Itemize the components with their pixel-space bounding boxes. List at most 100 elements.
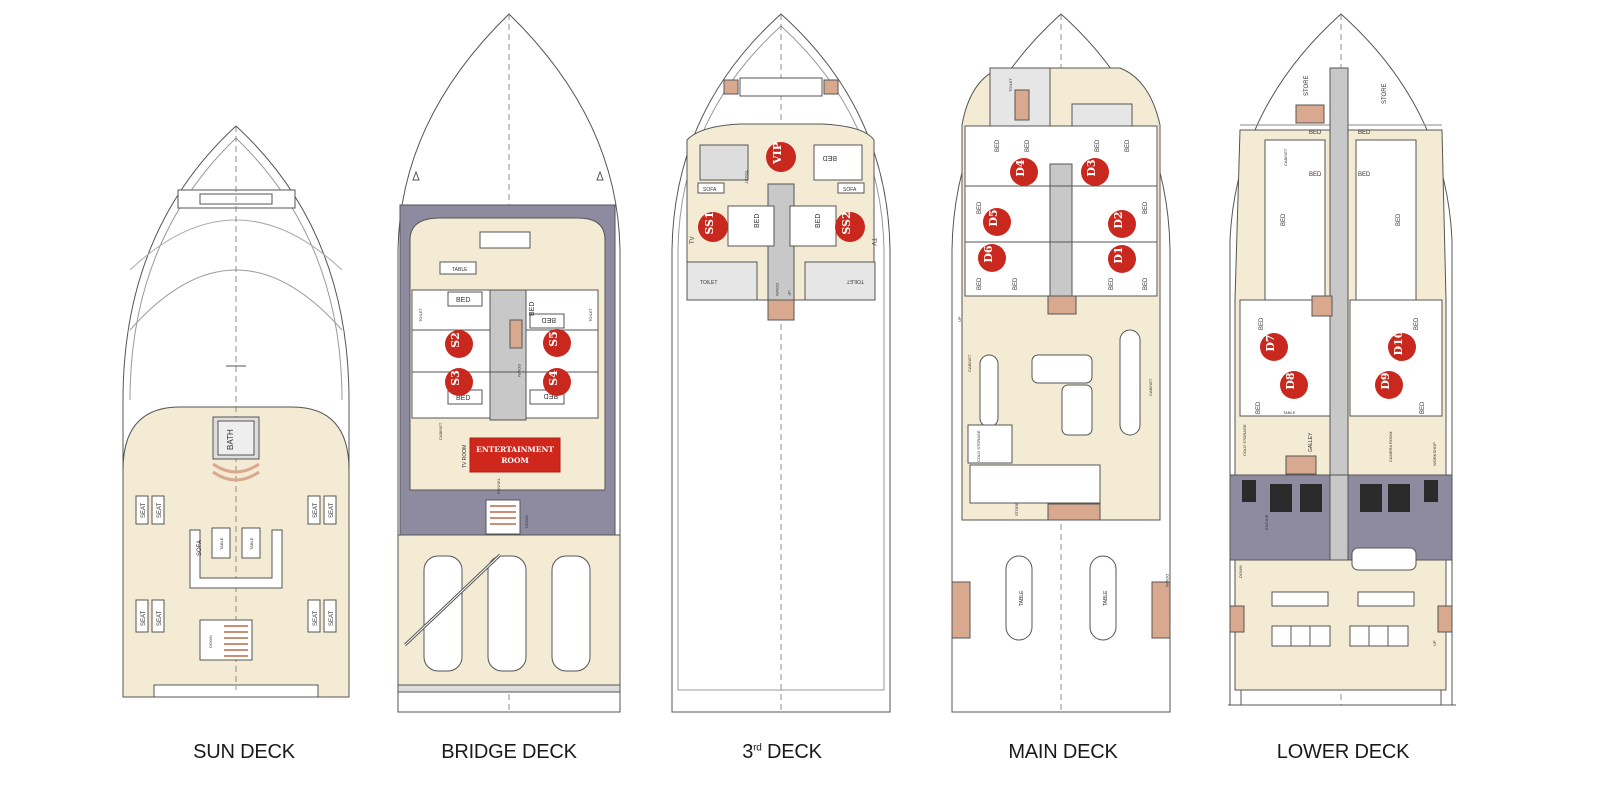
svg-text:BED: BED: [529, 302, 536, 316]
svg-text:BED: BED: [1109, 277, 1115, 290]
svg-text:BED: BED: [1358, 172, 1371, 178]
svg-text:CABINET: CABINET: [438, 422, 443, 440]
svg-text:D8: D8: [1284, 372, 1297, 390]
svg-text:SEAT: SEAT: [157, 502, 163, 518]
cabin-marker-d9: [1375, 371, 1403, 399]
svg-text:BED: BED: [1420, 401, 1426, 414]
svg-text:D4: D4: [1014, 159, 1027, 177]
svg-text:TV: TV: [690, 236, 696, 244]
cabin-marker-d5: [983, 208, 1011, 236]
svg-text:UP: UP: [957, 316, 962, 322]
cabin-marker-s5: [543, 329, 571, 357]
svg-text:SOFA: SOFA: [843, 187, 857, 193]
svg-text:BED: BED: [1281, 213, 1287, 226]
svg-text:STORE: STORE: [1304, 75, 1310, 96]
svg-text:TABLE: TABLE: [1103, 590, 1109, 606]
svg-text:BED: BED: [544, 392, 558, 399]
svg-text:TOILET: TOILET: [847, 278, 864, 284]
main-cabin-markers: D4 D3 D5 D2 D6 D1: [978, 158, 1136, 273]
svg-text:COLD STORAGE: COLD STORAGE: [976, 430, 981, 462]
svg-text:D6: D6: [982, 245, 995, 263]
cabin-marker-d2: [1108, 210, 1136, 238]
svg-text:D7: D7: [1264, 334, 1277, 351]
svg-text:S4: S4: [547, 370, 560, 386]
svg-text:TOILET: TOILET: [700, 280, 717, 286]
svg-text:TABLE: TABLE: [1283, 410, 1296, 415]
svg-text:TABLE: TABLE: [1019, 590, 1025, 606]
third-cabin-markers: VIP SS1 SS2: [698, 142, 865, 242]
svg-text:ENTERTAINMENT: ENTERTAINMENT: [476, 445, 554, 454]
cabin-marker-vip: [766, 142, 796, 172]
sun-bath-label: BATH: [226, 429, 235, 450]
svg-text:TOILET: TOILET: [588, 308, 593, 322]
cabin-marker-d3: [1081, 158, 1109, 186]
svg-text:D2: D2: [1112, 211, 1125, 228]
svg-text:TV: TV: [870, 238, 876, 246]
sun-deck-labels: BATH SEAT SEAT SEAT SEAT SEAT SEAT SEAT …: [141, 429, 335, 648]
svg-text:SEAT: SEAT: [329, 502, 335, 518]
svg-text:D10: D10: [1392, 330, 1405, 355]
svg-text:TABLE: TABLE: [249, 537, 254, 550]
sun-deck-label: SUN DECK: [193, 741, 295, 763]
svg-text:DOWN: DOWN: [208, 635, 213, 648]
lower-deck-plan: [1228, 13, 1456, 706]
svg-text:ROOM: ROOM: [501, 456, 529, 465]
svg-text:BED: BED: [1095, 139, 1101, 152]
svg-text:TV ROOM: TV ROOM: [462, 445, 468, 468]
svg-text:FUNNEL: FUNNEL: [496, 477, 501, 494]
svg-text:BED: BED: [456, 395, 470, 402]
svg-text:GALLEY: GALLEY: [1308, 432, 1314, 452]
svg-text:BED: BED: [1396, 213, 1402, 226]
svg-text:BED: BED: [754, 214, 761, 228]
svg-text:SEAT: SEAT: [313, 610, 319, 626]
entertainment-room-label: ENTERTAINMENT ROOM: [476, 445, 554, 465]
third-deck-label: 3rd DECK: [742, 741, 822, 763]
main-corridor: [1049, 163, 1073, 297]
svg-text:BED: BED: [1309, 172, 1322, 178]
cabin-marker-ss1: [698, 212, 728, 242]
svg-text:DOWN: DOWN: [775, 283, 780, 296]
svg-text:BED: BED: [1414, 317, 1420, 330]
svg-text:D3: D3: [1085, 159, 1098, 176]
cabin-marker-s3: [445, 368, 473, 396]
cabin-marker-d4: [1010, 158, 1038, 186]
svg-text:S3: S3: [449, 370, 462, 386]
svg-text:BED: BED: [977, 201, 983, 214]
svg-text:BED: BED: [1309, 130, 1322, 136]
svg-text:TABLE: TABLE: [219, 537, 224, 550]
svg-text:BED: BED: [1143, 277, 1149, 290]
svg-text:CAMERA ROOM: CAMERA ROOM: [1388, 432, 1393, 462]
svg-text:D1: D1: [1112, 246, 1125, 263]
cabin-marker-ss2: [835, 212, 865, 242]
svg-text:S2: S2: [449, 332, 462, 348]
bridge-deck-plan: [397, 13, 621, 713]
svg-text:SEAT: SEAT: [141, 502, 147, 518]
svg-text:DOWN: DOWN: [1238, 565, 1243, 578]
svg-text:TOILET: TOILET: [418, 308, 423, 322]
svg-text:BED: BED: [1125, 139, 1131, 152]
svg-text:UP: UP: [1432, 640, 1437, 646]
cabin-marker-d1: [1108, 245, 1136, 273]
svg-text:BED: BED: [1256, 401, 1262, 414]
svg-text:SEAT: SEAT: [329, 610, 335, 626]
svg-text:SOFA: SOFA: [197, 540, 203, 556]
bridge-deck-label: BRIDGE DECK: [441, 741, 577, 763]
cabin-marker-s2: [445, 330, 473, 358]
svg-text:STORE: STORE: [1014, 502, 1019, 516]
svg-text:COLD STORAGE: COLD STORAGE: [1242, 424, 1247, 456]
cabin-marker-d10: [1388, 333, 1416, 361]
svg-text:BED: BED: [815, 214, 822, 228]
bridge-deck-labels: TABLE BED BED BED BED BED TOILET TOILET …: [418, 267, 593, 528]
svg-text:CABINET: CABINET: [1148, 378, 1153, 396]
main-deck-labels: BED BED BED BED BED BED BED BED BED BED …: [957, 78, 1170, 606]
svg-text:ENGINE: ENGINE: [1264, 514, 1269, 530]
cabin-marker-d8: [1280, 371, 1308, 399]
svg-text:DOWN: DOWN: [1165, 574, 1170, 587]
bridge-corridor: [489, 289, 527, 421]
svg-text:SOFA: SOFA: [703, 187, 717, 193]
bridge-cabin-markers: S2 S5 S3 S4: [445, 329, 571, 396]
svg-text:BED: BED: [1259, 317, 1265, 330]
svg-text:TOILET: TOILET: [1008, 78, 1013, 92]
svg-text:CABINET: CABINET: [967, 354, 972, 372]
